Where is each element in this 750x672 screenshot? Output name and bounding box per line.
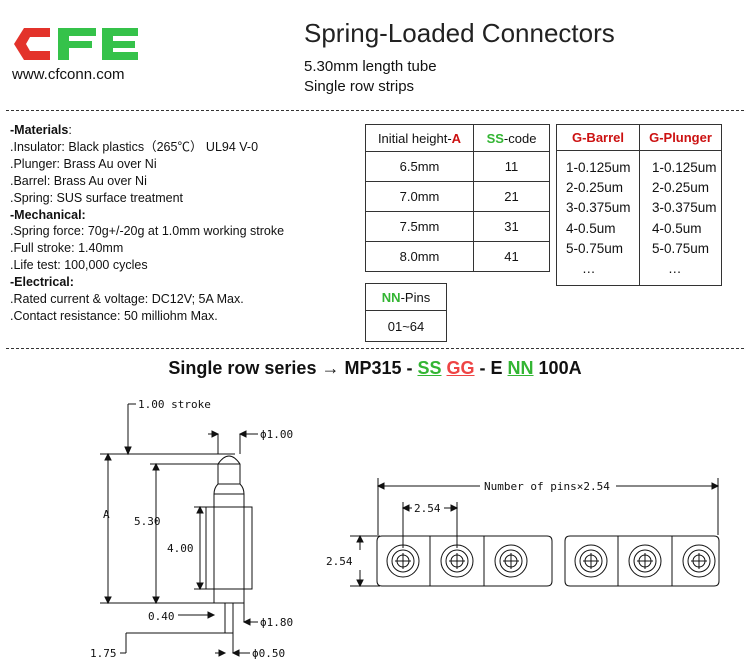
barrel-tail-diameter-label: ϕ1.80 <box>260 616 293 629</box>
length-040-label: 0.40 <box>148 610 175 623</box>
materials-heading: -Materials: <box>10 123 72 137</box>
spec-spring-force: .Spring force: 70g+/-20g at 1.0mm workin… <box>10 224 285 239</box>
cfe-logo <box>14 28 138 60</box>
spec-plunger: .Plunger: Brass Au over Ni <box>10 156 157 171</box>
height-column-header: Initial height-A <box>365 124 474 152</box>
pins-header: NN-Pins <box>365 283 447 311</box>
height-a-label: A <box>103 508 110 521</box>
pin-hole <box>682 544 716 578</box>
pin-hole <box>628 544 662 578</box>
specifications-block: -Materials: .Insulator: Black plastics（2… <box>10 122 360 325</box>
plunger-plating-header: G-Plunger <box>640 125 721 151</box>
barrel-plating-header: G-Barrel <box>557 125 640 151</box>
spec-spring: .Spring: SUS surface treatment <box>10 190 183 205</box>
length-175-label: 1.75 <box>90 647 117 660</box>
strip-height-label: 2.54 <box>326 555 353 568</box>
electrical-heading: -Electrical: <box>10 275 74 290</box>
logo-letter-e <box>102 28 138 60</box>
plunger-plating-list: 1-0.125um 2-0.25um 3-0.375um 4-0.5um 5-0… <box>652 160 717 277</box>
pin-hole <box>494 544 528 578</box>
part-number-format: Single row series → MP315 - SS GG - E NN… <box>168 358 582 378</box>
subtitle-row-type: Single row strips <box>304 78 415 95</box>
stroke-label: 1.00 stroke <box>138 398 211 411</box>
tail-diameter-label: ϕ0.50 <box>252 647 285 660</box>
pitch-label: 2.54 <box>414 502 441 515</box>
spec-insulator: .Insulator: Black plastics（265℃） UL94 V-… <box>10 139 259 154</box>
logo-letter-f <box>58 28 96 60</box>
plating-table: G-Barrel G-Plunger 1-0.125um 2-0.25um 3-… <box>556 124 722 286</box>
pins-table: NN-Pins 01~64 <box>365 283 447 342</box>
mechanical-heading: -Mechanical: <box>10 207 86 222</box>
divider-middle <box>6 348 744 349</box>
spec-life-test: .Life test: 100,000 cycles <box>10 258 148 273</box>
length-400-label: 4.00 <box>167 542 194 555</box>
spec-rated: .Rated current & voltage: DC12V; 5A Max. <box>10 292 244 307</box>
spec-barrel: .Barrel: Brass Au over Ni <box>10 173 147 188</box>
plunger-diameter-label: ϕ1.00 <box>260 428 293 441</box>
page-title: Spring-Loaded Connectors <box>304 18 615 48</box>
length-530-label: 5.30 <box>134 515 161 528</box>
overall-length-label: Number of pins×2.54 <box>484 480 610 493</box>
website-url[interactable]: www.cfconn.com <box>12 66 125 83</box>
plating-column-divider <box>639 150 640 285</box>
spec-full-stroke: .Full stroke: 1.40mm <box>10 241 124 256</box>
subtitle-tube-length: 5.30mm length tube <box>304 58 437 75</box>
barrel-plating-list: 1-0.125um 2-0.25um 3-0.375um 4-0.5um 5-0… <box>566 160 631 277</box>
code-column-header: SS-code <box>473 124 550 152</box>
pin-hole <box>386 544 420 578</box>
divider-top <box>6 110 744 111</box>
strip-top-view-drawing: Number of pins×2.54 2.54 2.54 <box>326 478 720 588</box>
pin-side-view-drawing: 1.00 stroke ϕ1.00 A 5.30 4.00 0.40 ϕ1.80… <box>90 398 293 660</box>
pins-range: 01~64 <box>365 310 447 342</box>
pin-hole <box>574 544 608 578</box>
spec-contact-resistance: .Contact resistance: 50 milliohm Max. <box>10 308 218 323</box>
logo-letter-c <box>14 28 50 60</box>
pin-hole <box>440 544 474 578</box>
